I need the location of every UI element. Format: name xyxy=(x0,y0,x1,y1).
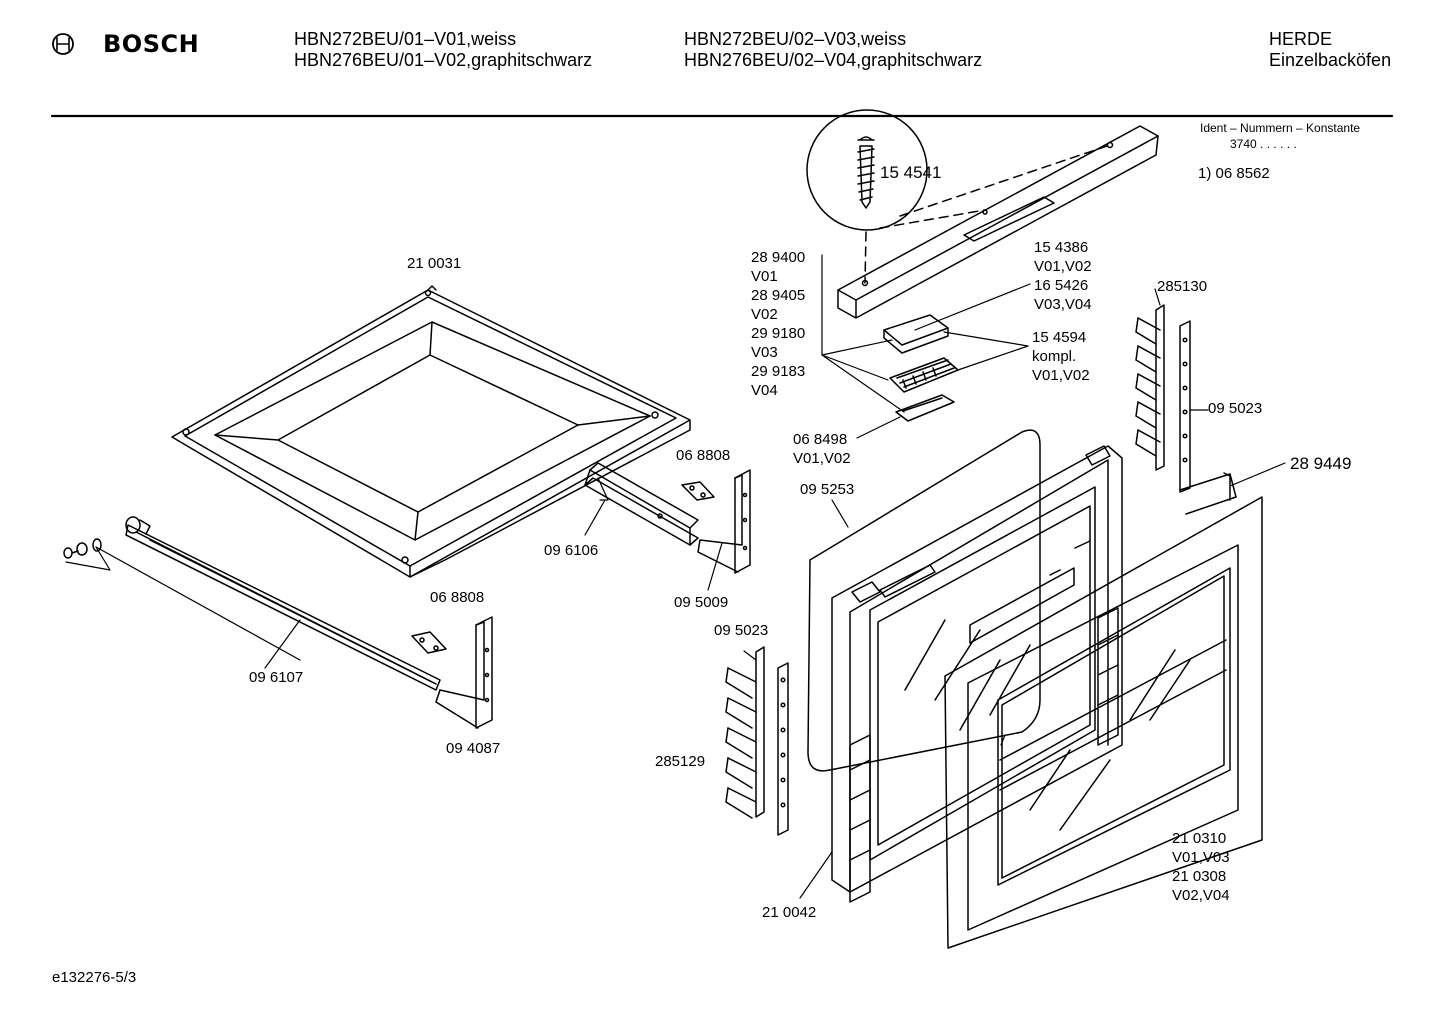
control-trim-drawing xyxy=(837,125,1159,319)
part-label-154386: 15 4386 V01,V02 16 5426 V03,V04 xyxy=(1034,239,1092,313)
side-rail-drawing xyxy=(63,516,441,691)
ident-title: Ident – Nummern – Konstante xyxy=(1200,121,1361,135)
bracket-094087-drawing xyxy=(435,616,493,729)
clip-lower-drawing xyxy=(411,631,447,654)
brand-logo-text: BOSCH xyxy=(103,30,200,58)
part-label-095009: 09 5009 xyxy=(674,594,729,611)
part-label-289400: 28 9400 V01 28 9405 V02 29 9180 V03 29 9… xyxy=(751,249,806,399)
part-label-210310: 21 0310 V01,V03 21 0308 V02,V04 xyxy=(1172,830,1230,904)
part-label-154594: 15 4594 kompl. V01,V02 xyxy=(1032,329,1090,384)
ident-note: 1) 06 8562 xyxy=(1198,165,1270,182)
model-column-1: HBN272BEU/01–V01,weiss HBN276BEU/01–V02,… xyxy=(294,29,592,71)
part-label-096106: 09 6106 xyxy=(544,542,599,559)
category-line: HERDE xyxy=(1269,29,1333,49)
part-label-210031: 21 0031 xyxy=(407,255,462,272)
bracket-rail-drawing xyxy=(584,462,699,546)
part-label-068808-lower: 06 8808 xyxy=(430,589,485,606)
model-line: HBN272BEU/02–V03,weiss xyxy=(684,29,907,49)
part-label-094087: 09 4087 xyxy=(446,740,501,757)
top-plate-drawing xyxy=(171,285,691,578)
part-label-095023-lower: 09 5023 xyxy=(714,622,769,639)
ident-code: 3740 . . . . . . xyxy=(1230,137,1297,151)
bosch-logo-icon xyxy=(52,33,74,55)
rack-285129-drawing xyxy=(725,646,789,836)
bracket-095009-drawing xyxy=(697,469,751,574)
clip-upper-drawing xyxy=(681,481,715,501)
part-label-289449: 28 9449 xyxy=(1290,454,1352,473)
model-column-2: HBN272BEU/02–V03,weiss HBN276BEU/02–V04,… xyxy=(684,29,982,71)
category-label: HERDE Einzelbacköfen xyxy=(1269,29,1391,71)
part-label-095023-upper: 09 5023 xyxy=(1208,400,1263,417)
rack-285130-drawing xyxy=(1135,304,1191,493)
part-label-068808-upper: 06 8808 xyxy=(676,447,731,464)
part-label-285130: 285130 xyxy=(1157,278,1208,295)
part-label-096107: 09 6107 xyxy=(249,669,304,686)
screw-magnifier-drawing xyxy=(806,109,1111,284)
category-line: Einzelbacköfen xyxy=(1269,50,1392,70)
part-label-154541: 15 4541 xyxy=(880,163,942,182)
door-glass-drawing xyxy=(944,472,1263,949)
model-line: HBN276BEU/02–V04,graphitschwarz xyxy=(684,50,983,70)
model-line: HBN276BEU/01–V02,graphitschwarz xyxy=(294,50,593,70)
part-label-210042: 21 0042 xyxy=(762,904,817,921)
model-line: HBN272BEU/01–V01,weiss xyxy=(294,29,517,49)
leader-lines xyxy=(65,254,1286,899)
part-label-285129: 285129 xyxy=(655,753,706,770)
part-label-068498: 06 8498 V01,V02 xyxy=(793,431,851,467)
part-label-095253: 09 5253 xyxy=(800,481,855,498)
document-id: e132276-5/3 xyxy=(52,969,137,986)
door-frame-drawing xyxy=(807,429,1123,903)
